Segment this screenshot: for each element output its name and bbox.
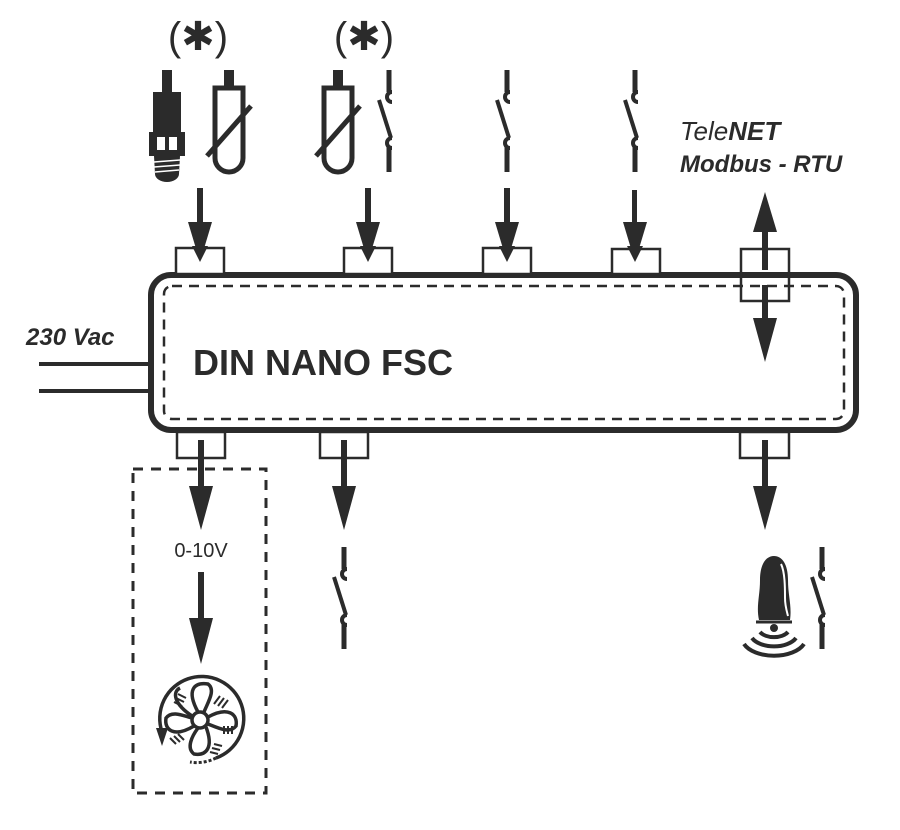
temperature-probe-icon: [316, 70, 360, 173]
alarm-siren-icon: [742, 556, 806, 658]
output-arrow-3: [753, 440, 777, 530]
power-label: 230 Vac: [25, 324, 115, 351]
output-arrow-1: [189, 440, 213, 530]
telenet-label: TeleNET: [680, 116, 782, 146]
modbus-label: Modbus - RTU: [680, 151, 843, 178]
input-arrow-2: [356, 188, 380, 262]
pressure-transducer-icon: [149, 70, 185, 182]
input-arrow-3: [495, 188, 519, 262]
fan-module-frame: [131, 467, 268, 795]
switch-icon: [495, 68, 512, 174]
temperature-probe-icon: [207, 70, 251, 173]
fan-icon: [156, 674, 246, 765]
fan-arrow: [189, 572, 213, 664]
switch-icon: [377, 68, 394, 174]
signal-label: 0-10V: [174, 540, 228, 562]
network-arrow: [753, 192, 777, 362]
optional-note-1: (✱): [168, 15, 228, 59]
switch-icon: [810, 545, 827, 651]
optional-note-2: (✱): [334, 15, 394, 59]
power-wires: [39, 362, 152, 393]
switch-icon: [332, 545, 349, 651]
top-input-arrows: [188, 188, 647, 262]
device-name: DIN NANO FSC: [193, 342, 453, 383]
bottom-connectors: [175, 430, 791, 460]
output-arrow-2: [332, 440, 356, 530]
input-arrow-4: [623, 190, 647, 262]
input-arrow-1: [188, 188, 212, 262]
switch-icon: [623, 68, 640, 174]
bottom-output-arrows: [189, 440, 777, 664]
